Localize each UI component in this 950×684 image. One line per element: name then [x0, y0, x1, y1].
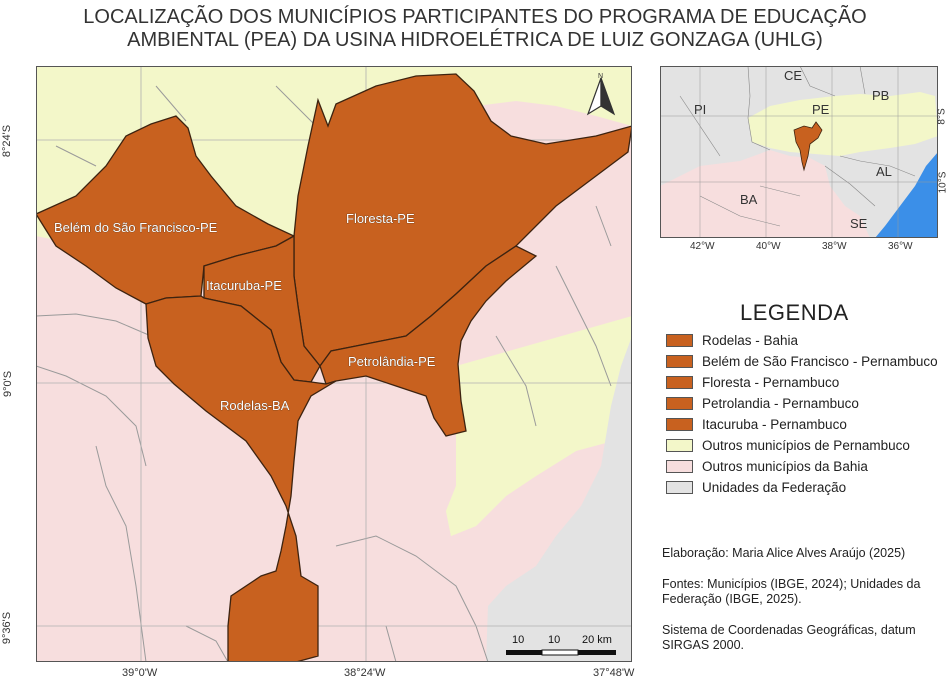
inset-participant-area: [793, 121, 823, 172]
credits-crs: Sistema de Coordenadas Geográficas, datu…: [662, 623, 916, 652]
inset-lon-tick-2: 40°W: [756, 241, 781, 252]
map-title-line-2: AMBIENTAL (PEA) DA USINA HIDROELÉTRICA D…: [127, 29, 823, 51]
inset-graticule: [660, 66, 938, 238]
lat-tick-1: 8°24'S: [1, 124, 14, 158]
inset-bahia-area: [660, 150, 870, 238]
lon-tick-3: 37°48'W: [593, 667, 635, 679]
legend-item: Unidades da Federação: [666, 477, 938, 498]
label-itacuruba: Itacuruba-PE: [206, 278, 282, 293]
legend-label: Floresta - Pernambuco: [702, 375, 840, 390]
inset-label-pi: PI: [694, 102, 706, 117]
inset-label-se: SE: [850, 216, 868, 231]
belem-do-sao-francisco-polygon: [36, 115, 296, 305]
inset-lat-tick-1: 8°S: [936, 108, 948, 125]
legend-swatch: [666, 397, 693, 410]
legend-swatch: [666, 355, 693, 368]
inset-lat-tick-2: 10°S: [937, 171, 949, 194]
inset-lon-tick-1: 42°W: [690, 241, 715, 252]
legend-item: Outros municípios de Pernambuco: [666, 435, 938, 456]
legend-swatch: [666, 481, 693, 494]
lon-tick-1: 39°0'W: [122, 667, 158, 679]
legend: Rodelas - Bahia Belém de São Francisco -…: [666, 330, 938, 498]
legend-label: Unidades da Federação: [702, 480, 847, 495]
lat-tick-2: 9°0'S: [2, 370, 15, 398]
inset-label-ce: CE: [784, 68, 802, 83]
pernambuco-area-east: [446, 316, 632, 536]
label-belem: Belém do São Francisco-PE: [54, 220, 218, 235]
scale-label-mid: 10: [548, 634, 560, 646]
inset-ocean: [875, 152, 938, 238]
scale-bar: 10 10 20 km: [506, 634, 616, 656]
federation-area: [486, 336, 632, 662]
map-title: LOCALIZAÇÃO DOS MUNICÍPIOS PARTICIPANTES…: [0, 6, 950, 52]
legend-label: Outros municípios da Bahia: [702, 459, 868, 474]
label-petrolandia: Petrolândia-PE: [348, 354, 436, 369]
label-floresta: Floresta-PE: [346, 211, 415, 226]
inset-map: CE PB PI PE AL BA SE: [660, 66, 938, 238]
legend-swatch: [666, 334, 693, 347]
label-rodelas: Rodelas-BA: [220, 398, 290, 413]
legend-item: Belém de São Francisco - Pernambuco: [666, 351, 938, 372]
legend-swatch: [666, 376, 693, 389]
legend-label: Belém de São Francisco - Pernambuco: [702, 354, 938, 369]
main-map-frame: [36, 66, 632, 662]
legend-label: Itacuruba - Pernambuco: [702, 417, 847, 432]
legend-item: Floresta - Pernambuco: [666, 372, 938, 393]
inset-lon-tick-3: 38°W: [822, 241, 847, 252]
lon-tick-2: 38°24'W: [344, 667, 386, 679]
north-arrow-icon: N: [586, 73, 616, 116]
legend-item: Outros municípios da Bahia: [666, 456, 938, 477]
municipal-boundaries: [36, 85, 612, 662]
map-title-line-1: LOCALIZAÇÃO DOS MUNICÍPIOS PARTICIPANTES…: [83, 6, 867, 28]
rodelas-polygon: [145, 295, 337, 662]
inset-map-frame: [660, 66, 938, 238]
credits-sources: Fontes: Municípios (IBGE, 2024); Unidade…: [662, 577, 921, 606]
legend-label: Outros municípios de Pernambuco: [702, 438, 910, 453]
scale-label-left: 10: [512, 634, 524, 646]
scale-label-right: 20 km: [582, 634, 612, 646]
lat-tick-3: 9°36'S: [1, 611, 14, 645]
legend-label: Petrolandia - Pernambuco: [702, 396, 859, 411]
inset-label-al: AL: [876, 164, 892, 179]
legend-item: Rodelas - Bahia: [666, 330, 938, 351]
main-map: Belém do São Francisco-PE Floresta-PE It…: [36, 66, 632, 662]
north-arrow-label: N: [598, 73, 603, 80]
legend-label: Rodelas - Bahia: [702, 333, 799, 348]
inset-label-pe: PE: [812, 102, 830, 117]
inset-lon-tick-4: 36°W: [888, 241, 913, 252]
legend-item: Itacuruba - Pernambuco: [666, 414, 938, 435]
legend-swatch: [666, 439, 693, 452]
credits-author: Elaboração: Maria Alice Alves Araújo (20…: [662, 546, 906, 560]
legend-title: LEGENDA: [740, 300, 849, 325]
inset-boundaries: [679, 66, 916, 227]
inset-label-ba: BA: [740, 192, 758, 207]
inset-label-pb: PB: [872, 88, 889, 103]
legend-swatch: [666, 460, 693, 473]
petrolandia-polygon: [319, 245, 538, 437]
legend-item: Petrolandia - Pernambuco: [666, 393, 938, 414]
legend-swatch: [666, 418, 693, 431]
